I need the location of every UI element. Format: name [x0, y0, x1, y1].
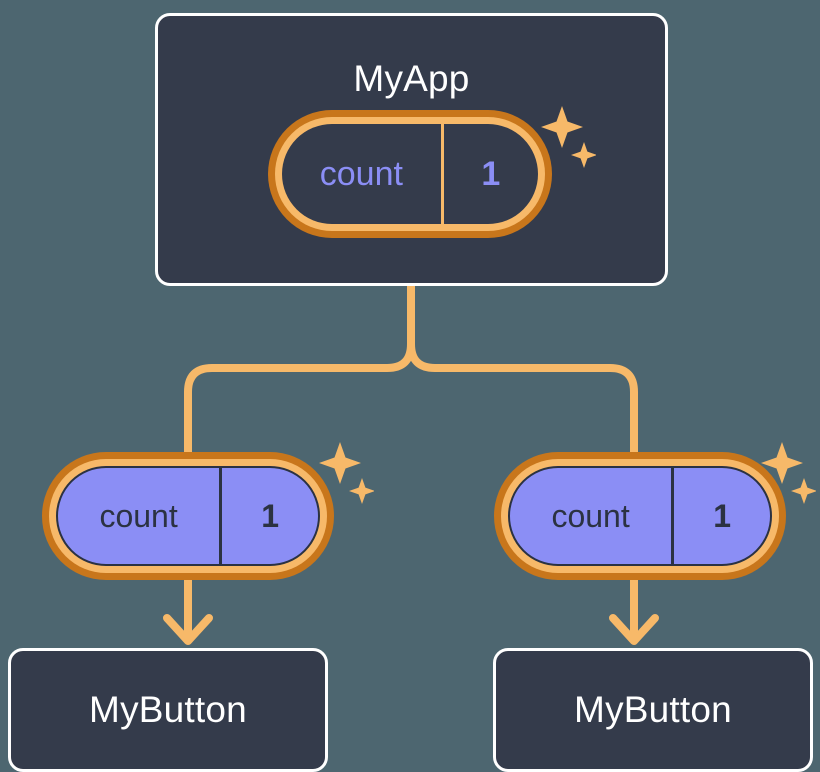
branch-right-state-pill-face: count 1	[508, 466, 772, 566]
root-state-pill-face: count 1	[282, 124, 538, 224]
branch-left-state-key: count	[99, 497, 178, 534]
leaf-right-card[interactable]: MyButton	[493, 648, 813, 772]
branch-to-right-state-path	[407, 340, 638, 456]
root-state-value: 1	[440, 124, 538, 224]
branch-right-state-key: count	[551, 497, 630, 534]
root-state-pill[interactable]: count 1	[268, 110, 552, 238]
branch-right-state-pill-ring: count 1	[501, 459, 779, 573]
branch-right-state-value: 1	[671, 468, 770, 564]
branch-left-state-value: 1	[219, 468, 318, 564]
branch-left-state-pill-face: count 1	[56, 466, 320, 566]
branch-left-state-pill[interactable]: count 1	[42, 452, 334, 580]
arrow-left-state-to-leaf-head	[163, 614, 213, 645]
root-state-key: count	[319, 154, 403, 193]
root-component-title: MyApp	[353, 58, 470, 99]
root-state-pill-ring: count 1	[275, 117, 545, 231]
branch-left-state-pill-ring: count 1	[49, 459, 327, 573]
branch-to-left-state-path	[184, 340, 415, 456]
leaf-left-title: MyButton	[89, 689, 247, 730]
leaf-left-card[interactable]: MyButton	[8, 648, 328, 772]
arrow-right-state-to-leaf-head	[609, 614, 659, 645]
leaf-right-title: MyButton	[574, 689, 732, 730]
branch-right-state-pill[interactable]: count 1	[494, 452, 786, 580]
